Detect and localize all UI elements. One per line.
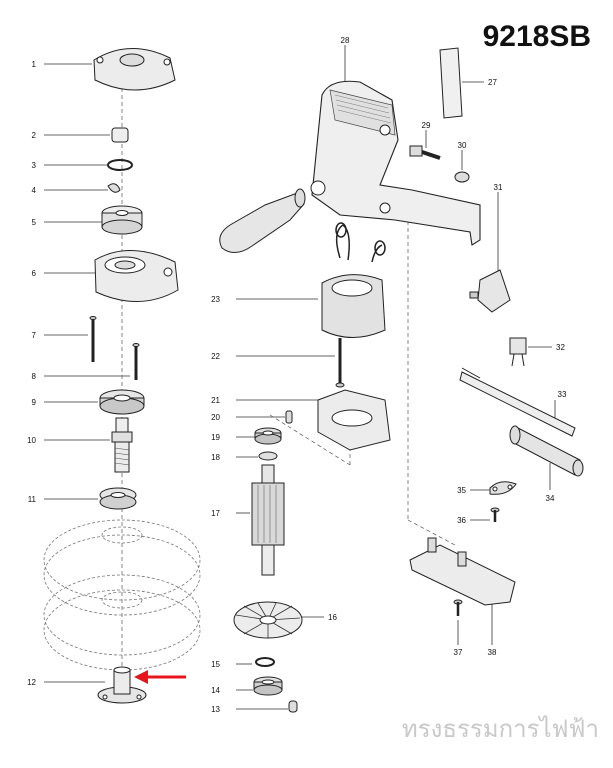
highlight-arrow	[134, 670, 186, 684]
ball-bearing-part-9	[99, 389, 145, 415]
part-label-15: 15	[211, 660, 220, 669]
part-label-16: 16	[328, 613, 337, 622]
bearing-cap-part	[93, 48, 176, 91]
part-label-32: 32	[556, 343, 565, 352]
part-label-7: 7	[32, 331, 37, 340]
ball-bearing-part-19	[254, 427, 282, 445]
part-label-31: 31	[494, 183, 503, 192]
bushing-part	[111, 127, 129, 143]
flange-nut-part	[97, 666, 147, 704]
screw-part-7	[89, 316, 97, 362]
strain-relief-part	[509, 425, 584, 477]
part-label-29: 29	[422, 121, 431, 130]
gear-housing-part	[94, 250, 179, 302]
part-label-19: 19	[211, 433, 220, 442]
screw-part-36	[490, 507, 500, 522]
part-label-3: 3	[32, 161, 37, 170]
cord-clamp-part	[489, 481, 517, 495]
labyrinth-ring-part	[99, 487, 137, 510]
spindle-part	[111, 417, 133, 473]
baffle-plate-part	[317, 389, 391, 451]
part-label-35: 35	[457, 486, 466, 495]
part-label-28: 28	[341, 36, 350, 45]
part-label-21: 21	[211, 396, 220, 405]
insulation-washer-part	[258, 451, 278, 461]
part-number-labels: 1 2 3 4 5 6 7 8 9 10 11 12 13 14 15 16 1…	[27, 36, 567, 714]
screw-part-37	[453, 599, 463, 616]
bolt-part	[409, 145, 441, 160]
part-label-22: 22	[211, 352, 220, 361]
spiral-gear-part	[101, 205, 143, 235]
cord-part	[459, 367, 576, 437]
pin-part-13	[288, 700, 298, 713]
part-label-13: 13	[211, 705, 220, 714]
part-label-4: 4	[32, 186, 37, 195]
part-label-10: 10	[27, 436, 36, 445]
hole-cap-part	[454, 171, 470, 183]
handle-cover-part	[409, 537, 516, 606]
part-label-14: 14	[211, 686, 220, 695]
part-label-6: 6	[32, 269, 37, 278]
watermark: ทรงธรรมการไฟฟ้า	[401, 715, 599, 743]
part-label-20: 20	[211, 413, 220, 422]
part-label-36: 36	[457, 516, 466, 525]
pin-part-20	[285, 410, 293, 424]
screw-part-22	[335, 338, 345, 388]
part-label-38: 38	[488, 648, 497, 657]
retaining-ring-part-15	[255, 657, 275, 667]
retaining-ring-part	[107, 159, 133, 171]
noise-suppressor-part	[509, 337, 527, 367]
part-label-9: 9	[32, 398, 37, 407]
part-label-27: 27	[488, 78, 497, 87]
part-label-18: 18	[211, 453, 220, 462]
armature-part	[251, 464, 285, 576]
fan-part	[233, 601, 303, 639]
part-label-12: 12	[27, 678, 36, 687]
part-label-30: 30	[458, 141, 467, 150]
part-label-34: 34	[546, 494, 555, 503]
part-label-11: 11	[28, 495, 37, 504]
model-number: 9218SB	[482, 20, 591, 53]
nameplate-part	[439, 47, 463, 119]
part-label-2: 2	[32, 131, 37, 140]
part-label-8: 8	[32, 372, 37, 381]
woodruff-key-part	[107, 183, 121, 193]
ball-bearing-part-14	[253, 676, 283, 696]
motor-housing-part	[219, 80, 481, 253]
part-label-5: 5	[32, 218, 37, 227]
part-label-17: 17	[211, 509, 220, 518]
part-label-37: 37	[454, 648, 463, 657]
polishing-pad-outline	[43, 519, 201, 671]
switch-part	[469, 269, 511, 313]
field-coil-part	[321, 222, 386, 338]
part-label-23: 23	[211, 295, 220, 304]
screw-part-8	[132, 343, 140, 380]
part-label-1: 1	[32, 60, 37, 69]
part-label-33: 33	[558, 390, 567, 399]
